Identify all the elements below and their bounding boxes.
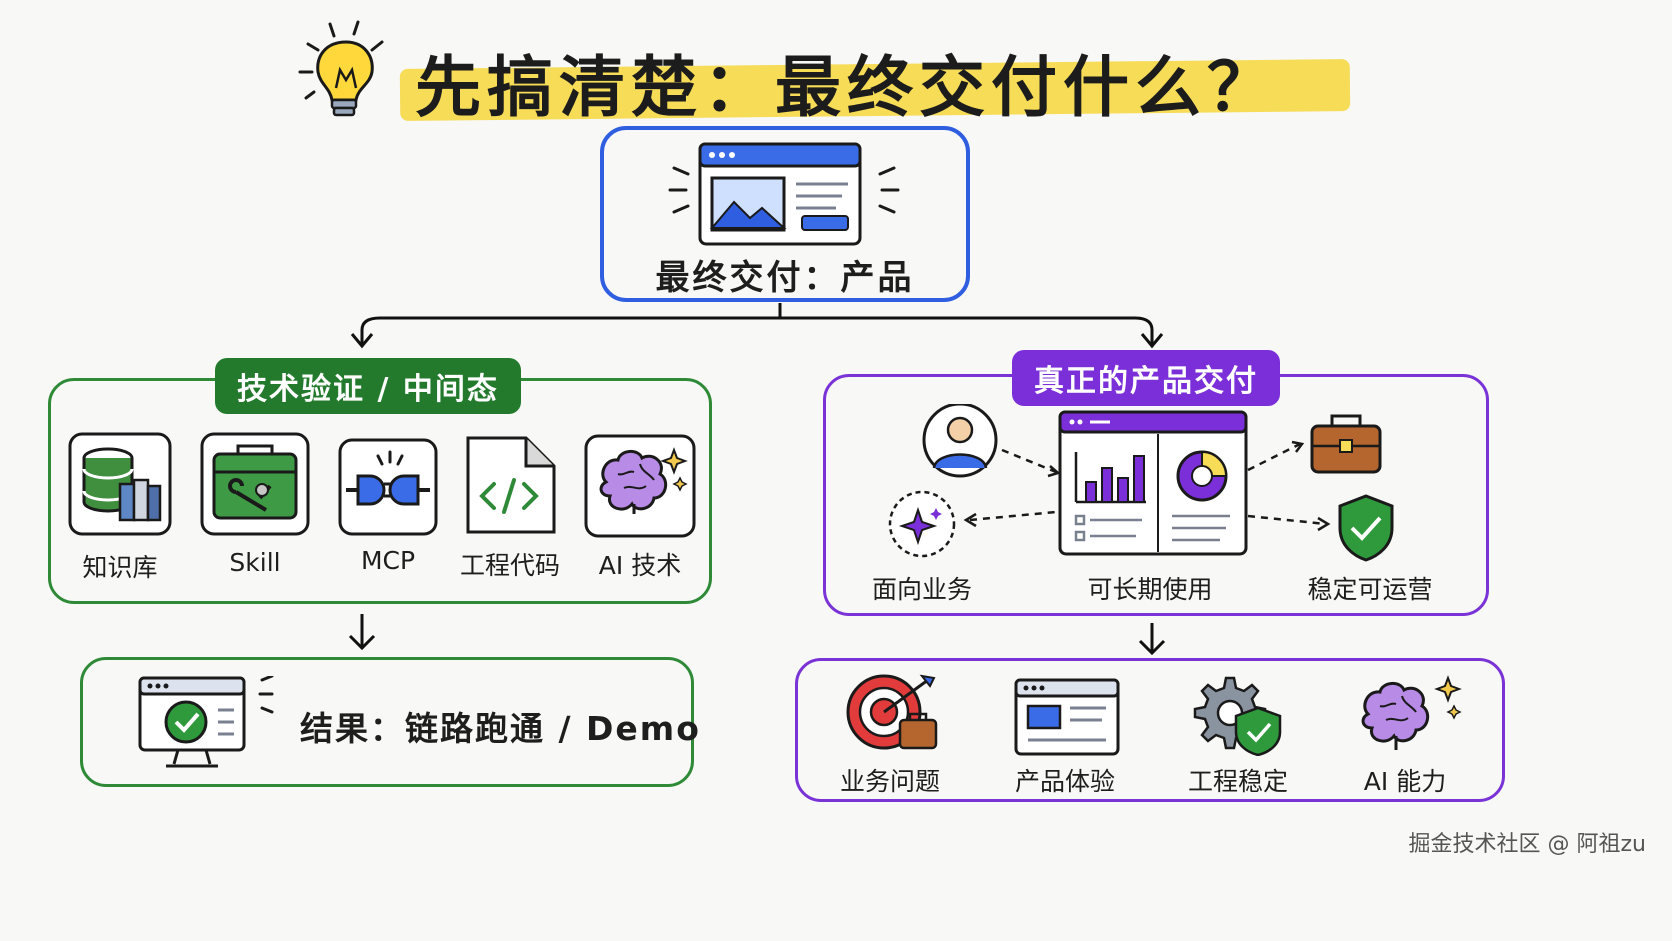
final-delivery-card xyxy=(600,126,970,302)
toolbox-icon xyxy=(200,432,310,536)
dashboard-hub-icon xyxy=(888,404,1394,562)
branch-connector xyxy=(360,303,1154,344)
tech-validation-pill: 技术验证 / 中间态 xyxy=(215,358,521,414)
target-briefcase-icon xyxy=(846,674,938,750)
left-item-label: AI 技术 xyxy=(598,551,682,580)
outcome-label: 工程稳定 xyxy=(1187,767,1288,796)
product-outcome-card xyxy=(795,658,1505,802)
left-result-text: 结果：链路跑通 / Demo xyxy=(300,709,701,748)
left-item-label: 工程代码 xyxy=(459,551,560,580)
lightbulb-icon xyxy=(298,20,384,117)
left-item-label: Skill xyxy=(229,548,281,577)
left-result-card xyxy=(80,657,694,787)
product-delivery-pill: 真正的产品交付 xyxy=(1012,350,1280,406)
right-down-arrow xyxy=(1138,623,1166,656)
watermark: 掘金技术社区 @ 阿祖zu xyxy=(1408,832,1646,857)
right-item-label: 可长期使用 xyxy=(1087,575,1213,604)
gear-shield-icon xyxy=(1193,676,1282,756)
plug-connector-icon xyxy=(338,438,438,536)
left-down-arrow xyxy=(348,614,376,651)
brain-sparkle-icon xyxy=(1361,675,1462,750)
browser-window-icon xyxy=(1014,678,1120,756)
browser-window-icon xyxy=(668,142,900,246)
brain-sparkle-icon xyxy=(584,434,696,538)
outcome-label: 产品体验 xyxy=(1014,767,1115,796)
left-item-label: MCP xyxy=(360,546,416,575)
left-item-label: 知识库 xyxy=(82,553,158,582)
code-file-icon xyxy=(466,436,556,534)
title-banner: 先搞清楚：最终交付什么？ xyxy=(290,14,1390,126)
right-item-label: 面向业务 xyxy=(871,575,972,604)
monitor-check-icon xyxy=(138,676,274,768)
outcome-label: 业务问题 xyxy=(839,767,940,796)
database-books-icon xyxy=(68,432,172,536)
page-title: 先搞清楚：最终交付什么？ xyxy=(415,48,1279,126)
outcome-label: AI 能力 xyxy=(1363,767,1447,796)
final-delivery-label: 最终交付：产品 xyxy=(655,258,915,298)
right-item-label: 稳定可运营 xyxy=(1307,575,1433,604)
